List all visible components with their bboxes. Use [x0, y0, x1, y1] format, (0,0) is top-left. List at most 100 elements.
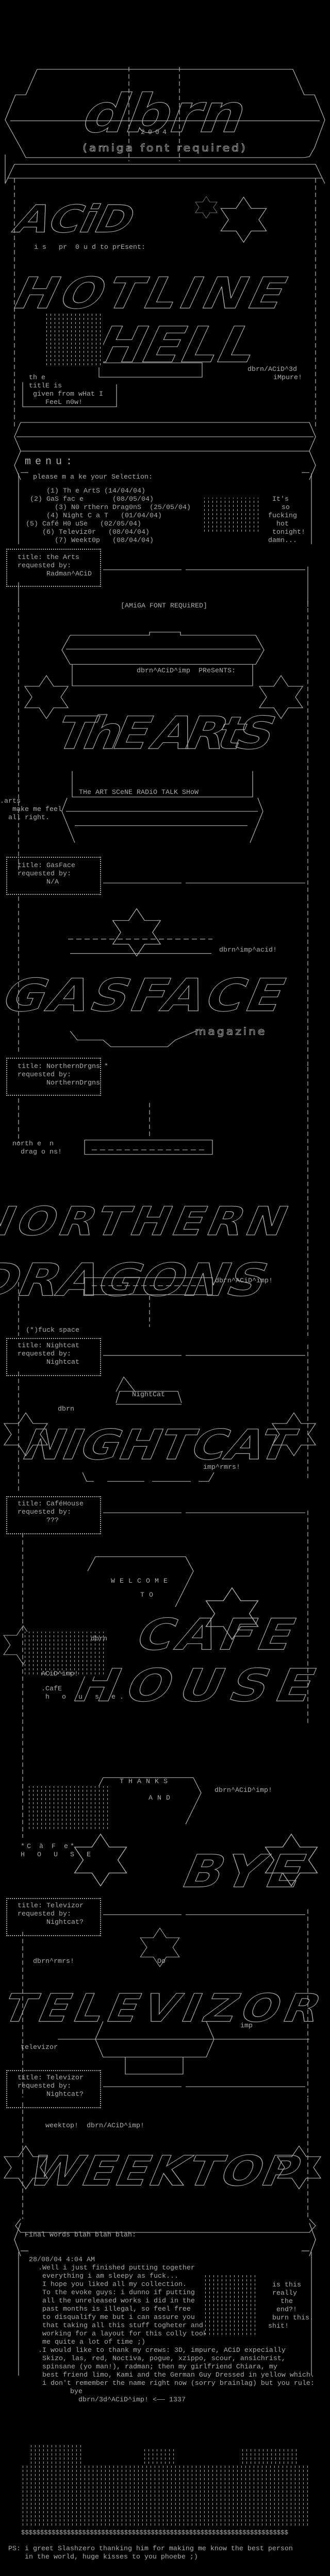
ps-line-1: PS: i greet Slashzero thanking him for m… [8, 2545, 293, 2553]
cafe-and: AND [148, 1794, 175, 1802]
request-title: title: Televizor [18, 2074, 84, 2082]
proud-text: i s pr 0 u d to prEsent: [34, 244, 145, 251]
menu-item-3[interactable]: (3) N0 rthern Drag0nS (25/05/04) [55, 504, 191, 512]
northern-note-2: drag o ns! [21, 1148, 62, 1156]
request-title: title: Televizor [18, 1902, 84, 1910]
gasface-credit: dbrn^imp^acid! [219, 946, 277, 954]
request-label: requested by: [18, 870, 71, 878]
request-title: title: NorthernDrgns * [18, 1063, 108, 1071]
hotline-art: ACiD HOTLINE HELL [5, 178, 316, 429]
request-box-televizor: title: Televizor requested by: Nightcat? [6, 1898, 101, 1936]
final-side-1: is this [272, 2281, 301, 2289]
cafe-credit-3: dbrn^ACiD^imp! [214, 1787, 272, 1794]
menu-item-7[interactable]: (7) Weekt0p (08/04/04) [55, 537, 154, 545]
header-art: dbrn (amiga font required) [5, 67, 325, 184]
cafe-welcome: WELCOME [111, 1578, 172, 1585]
nightcat-art: NIGHTCAT [4, 1345, 316, 1493]
cafe-credit: dbrn [91, 1635, 107, 1643]
title-logo-hell: HELL [85, 317, 270, 374]
final-signature: dbrn/3d^ACiD^imp! <—— 1337 [78, 2396, 186, 2404]
final-line: that taking all this stuff togheter and [38, 2322, 203, 2330]
final-line: spinsane (yo man!), radman; then my girl… [38, 2363, 277, 2371]
cafe-credit-2: ACiD^imp! [41, 1670, 78, 1678]
final-line: I hope you liked all my collection. [38, 2281, 187, 2289]
request-label: requested by: [18, 562, 71, 570]
final-line: best friend limo, Kami and the German Gu… [38, 2371, 315, 2379]
televizor-eyes: Oo [157, 1958, 166, 1965]
northern-logo-2: DRAGONS [0, 1254, 277, 1306]
gasface-art: GASFACE magazine [0, 896, 308, 1067]
side-note-3: fucking [268, 512, 297, 520]
side-note-6: damn... [268, 537, 297, 545]
request-title: title: the Arts [18, 554, 79, 562]
request-box-cafe: title: CaféHouse requested by: ??? [6, 1496, 101, 1534]
cafe-to: TO [140, 1591, 158, 1599]
menu-item-4[interactable]: (4) Night C a T (01/04/04) [46, 512, 162, 520]
final-line: me quite a lot of time ;) [38, 2338, 145, 2346]
request-box-northern: title: NorthernDrgns * requested by: Nor… [6, 1058, 108, 1096]
final-line: i don't remember the name right now (sor… [38, 2380, 315, 2387]
money-row: $$$$$$$$$$$$$$$$$$$$$$$$$$$$$$$$$$$$$$$$… [21, 2529, 289, 2536]
cafe-logo: CAFE [128, 1610, 304, 1660]
northern-art: NORTHERN DRAGONS [0, 1067, 308, 1336]
request-title: title: Nightcat [18, 1342, 79, 1350]
request-by: Nightcat? [46, 2091, 84, 2098]
arts-note-3: all right. [8, 814, 50, 822]
flame-art [46, 314, 103, 367]
televizor-art: TELEVIZOR [0, 1909, 329, 2097]
year: 2004 [141, 129, 170, 137]
cafe-note-4: H O U S E [21, 1851, 95, 1859]
final-side-6: shit! [268, 2323, 289, 2330]
northern-note-1: north e n [12, 1140, 54, 1148]
request-label: requested by: [18, 1071, 71, 1079]
request-box-arts: title: the Arts requested by: Radman^ACi… [6, 549, 101, 587]
coffee-cup-art [25, 1632, 107, 1676]
ps-line-2: in the world, huge kisses to you phoebe … [8, 2553, 198, 2561]
menu-heading: menu: [25, 456, 77, 468]
side-note-1: It's [272, 496, 289, 503]
nightcat-tag: NightCat [132, 1391, 165, 1399]
title-note-4: FeeL n0w! [45, 399, 82, 406]
menu-item-6[interactable]: (6) Televiz0r (08/04/04) [42, 529, 150, 536]
flame-art [205, 2275, 257, 2337]
crew-logo: ACiD [7, 198, 143, 241]
final-line: to disqualify me but i can assure you [38, 2314, 195, 2321]
arts-subtitle: THe ART SCeNE RADiO TALK SHoW [79, 789, 199, 796]
credit-impure: iMpure! [273, 374, 302, 382]
final-frame [14, 2223, 316, 2376]
title-note-2: titlE is [29, 382, 62, 390]
bye-logo: BYE [174, 1845, 315, 1897]
menu-item-2[interactable]: (2) GaS fac e (08/05/04) [30, 496, 154, 503]
arts-presents: dbrn^ACiD^imp PReSeNTS: [137, 667, 236, 675]
final-side-3: the [280, 2298, 293, 2306]
final-line: .I would like to thank my crews: 3D, imp… [38, 2347, 286, 2354]
nightcat-logo: NIGHTCAT [15, 1421, 303, 1469]
menu-item-5[interactable]: (5) Café H0 uSe (02/05/04) [26, 520, 141, 528]
cafe-note-2: h o u s e. [45, 1693, 128, 1701]
title-logo-hotline: HOTLINE [5, 269, 296, 319]
side-note-5: tonight! [272, 529, 305, 536]
flame-art [204, 498, 259, 534]
northern-credit: dbrn^ACiD^imp! [215, 1277, 273, 1285]
televizor-credit-2: imp [240, 2022, 253, 2030]
request-by: N/A [46, 878, 59, 886]
arts-art: ThE ARtS [18, 601, 308, 896]
credit-dbrn: dbrn/ACiD^3d [248, 366, 297, 374]
final-side-4: end?! [276, 2306, 297, 2314]
request-by: ??? [46, 1517, 59, 1524]
televizor-note: televizor [21, 2044, 58, 2052]
cafe-note-1: .CafE [41, 1685, 62, 1693]
gasface-sub: magazine [195, 1026, 267, 1037]
request-by: Nightcat? [46, 1919, 84, 1926]
header-logo: dbrn [74, 83, 257, 145]
fire-art [242, 2448, 299, 2466]
request-label: requested by: [18, 2082, 71, 2090]
bye-art: BYE [74, 1834, 318, 1898]
nightcat-credit: dbrn [58, 1405, 74, 1413]
side-note-2: so [282, 504, 290, 512]
request-box-nightcat: title: Nightcat requested by: Nightcat [6, 1338, 101, 1376]
request-box-weektop: title: Televizor requested by: Nightcat? [6, 2070, 101, 2108]
menu-item-1[interactable]: (1) Th e ArtS (14/04/04) [46, 487, 145, 495]
final-line: working for a layout for this colly took [38, 2330, 207, 2338]
request-label: requested by: [18, 1350, 71, 1358]
